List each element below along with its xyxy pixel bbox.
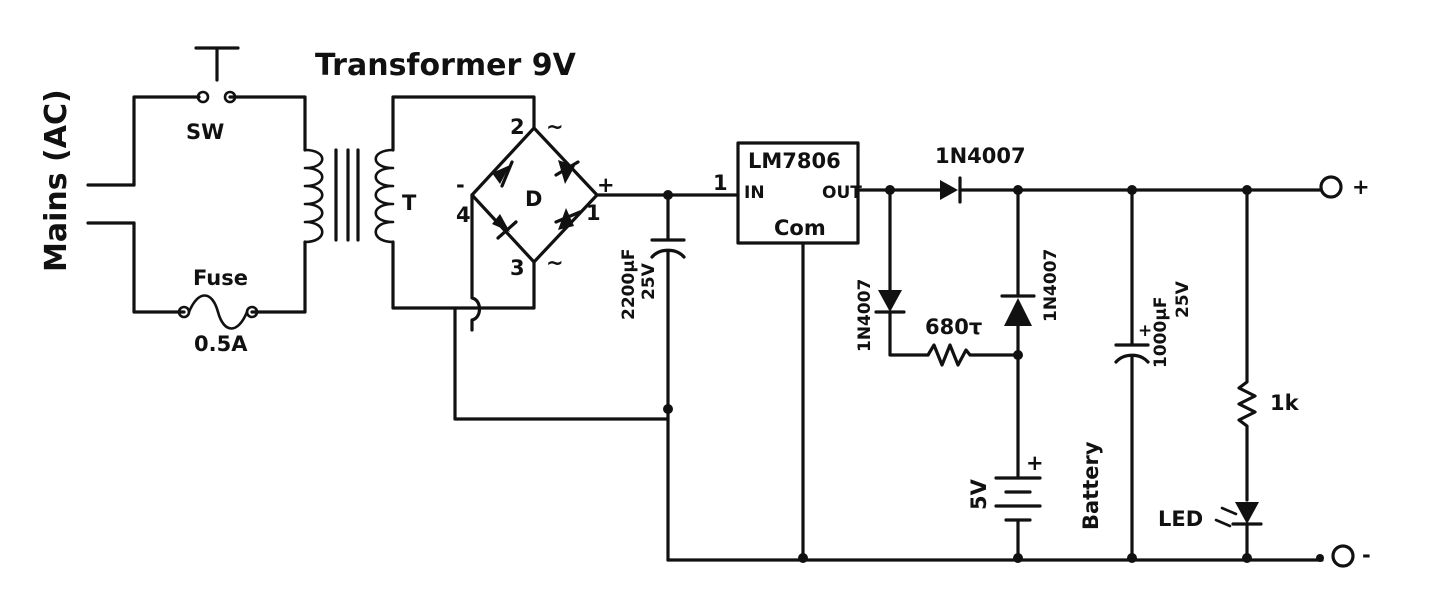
filter-capacitor: 2200µF 25V: [619, 190, 686, 562]
led-indicator: 1k LED: [1158, 185, 1300, 563]
diode-series-label: 1N4007: [935, 144, 1026, 168]
switch-symbol: [194, 46, 240, 104]
battery-label: Battery: [1079, 441, 1103, 530]
output-plus: +: [1352, 175, 1370, 199]
output-minus: -: [1362, 543, 1371, 567]
bridge-plus: +: [597, 173, 615, 197]
bridge-rectifier: D 2 3 4 1 ~ ~ - +: [391, 95, 740, 421]
regulator-com: Com: [774, 216, 826, 240]
output-terminals: + -: [666, 175, 1371, 568]
bridge-pin1: 1: [586, 201, 601, 225]
bridge-pin3: 3: [510, 256, 525, 280]
mains-label: Mains (AC): [39, 89, 74, 272]
bridge-pin2: 2: [510, 115, 525, 139]
cap2-plus: +: [1138, 321, 1152, 341]
cap1-value: 2200µF: [619, 249, 639, 320]
regulator-in: IN: [744, 183, 765, 203]
regulator-name: LM7806: [748, 149, 841, 173]
voltage-regulator: LM7806 IN OUT Com 1: [713, 141, 862, 563]
transformer-symbol: Transformer 9V T: [303, 48, 577, 244]
regulator-out: OUT: [822, 183, 862, 203]
bridge-label: D: [525, 187, 542, 211]
cap2-value: 1000µF: [1151, 297, 1171, 368]
cap2-voltage: 25V: [1173, 280, 1193, 318]
bridge-pin4: 4: [456, 203, 471, 227]
diode-left-label: 1N4007: [855, 279, 875, 352]
resistor-charge-label: 680τ: [925, 315, 982, 339]
bridge-minus: -: [456, 173, 465, 197]
switch-label: SW: [186, 120, 224, 144]
bridge-ac-top: ~: [546, 115, 564, 139]
regulator-pin1: 1: [713, 171, 728, 195]
transformer-label: T: [402, 191, 417, 215]
battery-voltage: 5V: [967, 478, 991, 510]
resistor-led-label: 1k: [1270, 391, 1300, 415]
fuse-symbol: [177, 294, 259, 330]
output-capacitor: + 1000µF 25V: [1114, 185, 1193, 563]
transformer-title: Transformer 9V: [315, 48, 577, 83]
output-network: 1N4007 1N4007 680τ 1N4007 + 5V Battery: [855, 144, 1322, 563]
fuse-label: Fuse: [193, 266, 248, 290]
primary-circuit: SW Fuse 0.5A: [132, 46, 307, 356]
diode-right-label: 1N4007: [1041, 249, 1061, 322]
led-label: LED: [1158, 507, 1203, 531]
cap1-voltage: 25V: [639, 262, 659, 300]
mains-input: Mains (AC): [39, 89, 136, 272]
fuse-rating-label: 0.5A: [194, 332, 248, 356]
bridge-ac-bottom: ~: [546, 251, 564, 275]
battery-plus: +: [1026, 451, 1044, 475]
